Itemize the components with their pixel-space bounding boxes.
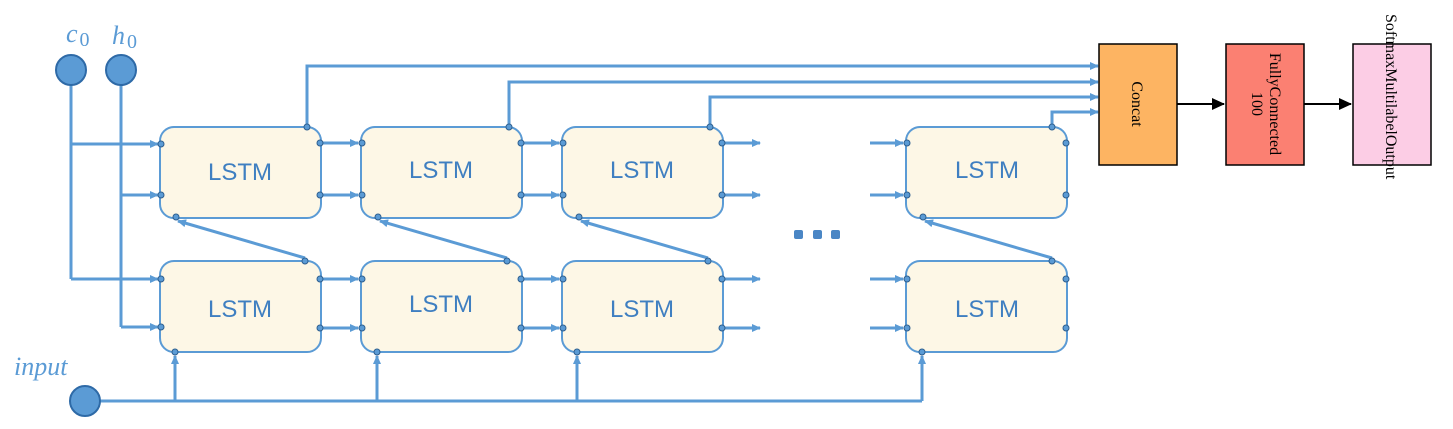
lstm-label: LSTM [955, 296, 1019, 323]
fc-label-line2: 100 [1248, 92, 1265, 116]
ellipsis-dots [794, 230, 840, 239]
lstm-label: LSTM [208, 159, 272, 186]
connector-lines [69, 62, 1099, 403]
softmax-label: SoftmaxMultilabelOutput [1382, 14, 1399, 180]
softmax-layer: SoftmaxMultilabelOutput [1352, 14, 1432, 180]
lstm-label: LSTM [610, 157, 674, 184]
lstm-cell: LSTM [561, 126, 724, 219]
lstm-label: LSTM [610, 296, 674, 323]
lstm-label: LSTM [208, 296, 272, 323]
lstm-cell: LSTM [360, 126, 523, 219]
lstm-cell: LSTM [561, 260, 724, 353]
concat-layer: Concat [1098, 43, 1178, 166]
h0-node [105, 54, 137, 86]
lstm-label: LSTM [955, 157, 1019, 184]
port-dots [157, 123, 1070, 356]
fully-connected-layer: FullyConnected 100 [1225, 43, 1305, 166]
input-label: input [14, 352, 68, 381]
c0-node [55, 54, 87, 86]
lstm-cell: LSTM [905, 126, 1068, 219]
lstm-cell: LSTM [159, 126, 322, 219]
fc-label-line1: FullyConnected [1266, 53, 1283, 155]
input-node [69, 385, 101, 417]
lstm-label: LSTM [409, 291, 473, 318]
concat-label: Concat [1128, 81, 1145, 127]
lstm-cell: LSTM [905, 260, 1068, 353]
lstm-cell: LSTM [159, 260, 322, 353]
lstm-cell: LSTM [360, 260, 523, 353]
lstm-label: LSTM [409, 157, 473, 184]
